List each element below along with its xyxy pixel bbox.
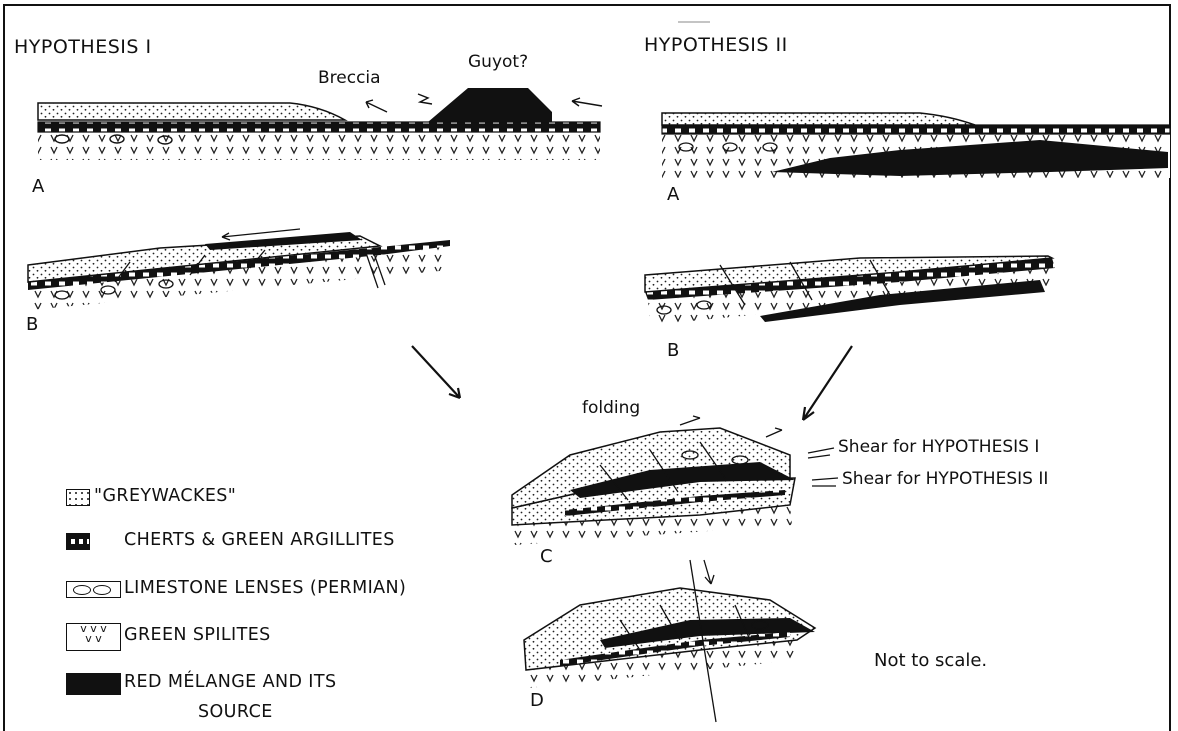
h2-panel-a-label: A (667, 184, 679, 205)
breccia-label: Breccia (318, 68, 381, 88)
legend-swatch-melange (66, 673, 121, 695)
shear-arrow-3 (812, 478, 838, 486)
legend-swatch-cherts (66, 533, 90, 550)
scale-note: Not to scale. (874, 650, 987, 671)
hypothesis-2-title: HYPOTHESIS II (644, 34, 788, 56)
folding-label: folding (582, 398, 640, 418)
legend-label-melange: RED MÉLANGE AND ITS (124, 672, 336, 692)
h1-panel-a (38, 88, 602, 160)
guyot-shape (428, 88, 552, 122)
legend-label-spilites: GREEN SPILITES (124, 625, 271, 645)
h2-panel-a (662, 113, 1170, 178)
legend-swatch-limestone (66, 581, 121, 598)
guyot-label: Guyot? (468, 52, 528, 72)
flow-arrow-left (412, 346, 460, 398)
d-fault-arrow (704, 560, 714, 584)
legend-label-greywacke: "GREYWACKES" (94, 486, 236, 506)
panel-c (512, 416, 838, 545)
folding-arrow (680, 416, 700, 425)
compression-arrow (572, 98, 602, 106)
h1a-cherts (38, 122, 600, 132)
legend-label-cherts: CHERTS & GREEN ARGILLITES (124, 530, 395, 550)
legend-swatch-greywacke (66, 489, 90, 506)
h1-panel-b-label: B (26, 314, 38, 335)
legend-label-limestone: LIMESTONE LENSES (PERMIAN) (124, 578, 406, 598)
panel-d-label: D (530, 690, 544, 711)
breccia-arrow (366, 100, 387, 112)
panel-d (524, 560, 815, 722)
h2a-greywacke (662, 113, 975, 125)
shear-hypothesis-2-label: Shear for HYPOTHESIS II (842, 469, 1048, 489)
h2-panel-b (645, 256, 1058, 325)
hypothesis-1-title: HYPOTHESIS I (14, 36, 152, 58)
shear-arrow-2 (808, 448, 834, 458)
legend-label-melange-line2: SOURCE (198, 702, 273, 722)
shear-hypothesis-1-label: Shear for HYPOTHESIS I (838, 437, 1039, 457)
h1-panel-b (28, 229, 450, 310)
h2-panel-b-label: B (667, 340, 679, 361)
h1a-greywacke (38, 103, 345, 120)
panel-c-label: C (540, 546, 553, 567)
shear-arrow-1 (766, 428, 782, 437)
flow-arrow-right (803, 346, 852, 420)
h1-panel-a-label: A (32, 176, 44, 197)
breccia-arrow (418, 94, 432, 104)
h2a-cherts (662, 125, 1170, 134)
